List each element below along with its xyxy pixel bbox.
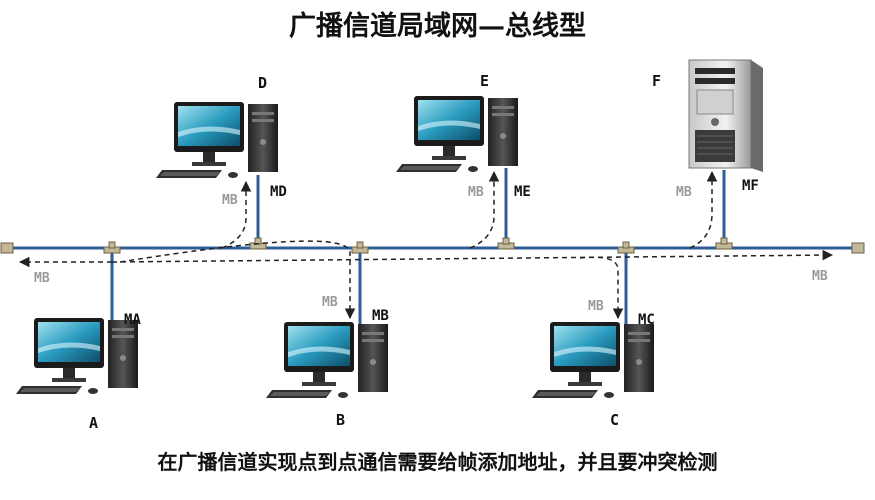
mac-label-e: ME bbox=[514, 184, 531, 200]
t-connector-f bbox=[715, 237, 733, 250]
node-label-b: B bbox=[336, 411, 345, 429]
computer-c-icon bbox=[532, 322, 654, 398]
node-label-e: E bbox=[480, 72, 489, 90]
diagram-title: 广播信道局域网—总线型 bbox=[289, 11, 586, 42]
bus-terminator-right bbox=[851, 242, 865, 254]
t-connector-b bbox=[351, 241, 369, 254]
mac-label-c: MC bbox=[638, 312, 655, 328]
frame-label-to-d: MB bbox=[222, 193, 238, 208]
t-connector-c bbox=[617, 241, 635, 254]
node-label-f: F bbox=[652, 72, 661, 90]
mac-label-b: MB bbox=[372, 308, 389, 324]
node-label-c: C bbox=[610, 411, 619, 429]
frame-propagation-arrows bbox=[18, 170, 834, 320]
computer-e-icon bbox=[396, 96, 518, 172]
frame-label-to-f: MB bbox=[676, 185, 692, 200]
t-connector-e bbox=[497, 237, 515, 250]
frame-path-right bbox=[111, 249, 834, 263]
computer-a-icon bbox=[16, 318, 138, 394]
node-label-a: A bbox=[89, 414, 98, 432]
frame-label-to-c: MB bbox=[588, 299, 604, 314]
frame-path-to-c bbox=[579, 256, 624, 320]
frame-label-to-e: MB bbox=[468, 185, 484, 200]
mac-label-a: MA bbox=[124, 312, 141, 328]
node-label-d: D bbox=[258, 74, 267, 92]
mac-label-d: MD bbox=[270, 184, 287, 200]
server-f-icon bbox=[688, 59, 764, 173]
computer-d-icon bbox=[156, 102, 278, 178]
frame-label-right: MB bbox=[812, 269, 828, 284]
mac-label-f: MF bbox=[742, 178, 759, 194]
computer-b-icon bbox=[266, 322, 388, 398]
frame-label-left: MB bbox=[34, 271, 50, 286]
frame-path-to-f bbox=[689, 170, 718, 249]
bus-terminator-left bbox=[0, 242, 14, 254]
frame-path-to-b bbox=[119, 240, 356, 320]
frame-label-to-b: MB bbox=[322, 295, 338, 310]
t-connector-a bbox=[103, 241, 121, 254]
frame-path-to-d bbox=[221, 180, 252, 249]
frame-path-to-e bbox=[469, 170, 500, 249]
diagram-caption: 在广播信道实现点到点通信需要给帧添加地址，并且要冲突检测 bbox=[157, 450, 718, 474]
